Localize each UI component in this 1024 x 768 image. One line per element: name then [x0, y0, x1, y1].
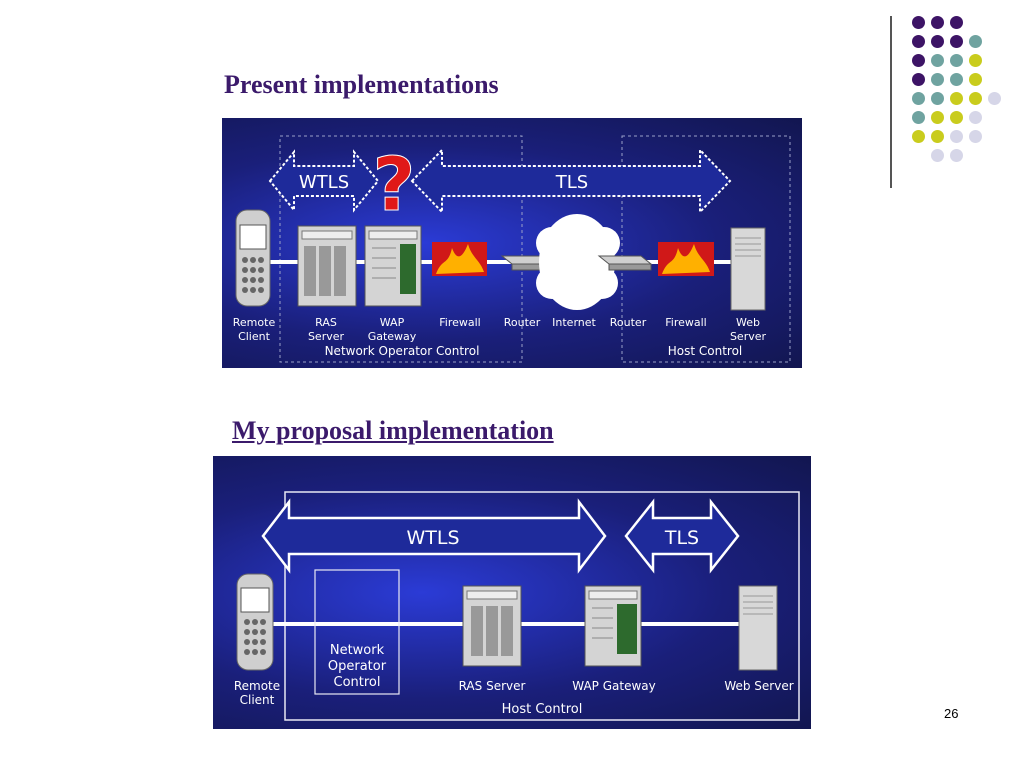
- label-network-operator-control: Network Operator Control: [325, 344, 480, 358]
- page-number: 26: [944, 706, 959, 721]
- decorative-dot: [950, 16, 963, 29]
- label-ras-server: Server: [308, 330, 345, 343]
- tls-label: TLS: [555, 172, 588, 193]
- decorative-dot: [950, 92, 963, 105]
- decorative-dot: [931, 149, 944, 162]
- decorative-dot: [950, 54, 963, 67]
- label-wap-gateway: Gateway: [368, 330, 417, 343]
- label-web-server: Server: [730, 330, 767, 343]
- wap-gateway-icon: [584, 585, 642, 667]
- label-wap-gateway: WAP Gateway: [572, 679, 655, 693]
- divider-line: [890, 16, 892, 188]
- section-title-present: Present implementations: [224, 70, 499, 99]
- decorative-dot: [912, 73, 925, 86]
- decorative-dot: [912, 130, 925, 143]
- decorative-dot: [988, 92, 1001, 105]
- decorative-dot: [931, 35, 944, 48]
- decorative-dot: [931, 92, 944, 105]
- decorative-dot: [931, 130, 944, 143]
- label-internet: Internet: [552, 316, 596, 329]
- decorative-dot: [969, 111, 982, 124]
- label-remote-client: Remote: [233, 316, 276, 329]
- label-host-control: Host Control: [502, 702, 583, 717]
- decorative-dot: [931, 111, 944, 124]
- firewall-icon: [658, 242, 714, 276]
- wtls-label: WTLS: [299, 172, 349, 193]
- web-server-icon: [738, 585, 778, 671]
- wtls-arrow-icon: [261, 498, 607, 574]
- tls-label: TLS: [664, 527, 699, 549]
- decorative-dot: [950, 130, 963, 143]
- label-remote-client: Client: [240, 693, 275, 707]
- label-network-operator-control: Network: [330, 643, 385, 658]
- decorative-dot: [969, 73, 982, 86]
- label-network-operator-control: Control: [334, 675, 381, 690]
- decorative-dot: [969, 54, 982, 67]
- decorative-dot: [969, 92, 982, 105]
- decorative-dot: [950, 35, 963, 48]
- decorative-dot: [912, 111, 925, 124]
- network-operator-control-region: [279, 135, 523, 363]
- section-title-proposal: My proposal implementation: [232, 416, 554, 445]
- label-firewall: Firewall: [439, 316, 480, 329]
- label-router: Router: [610, 316, 647, 329]
- decorative-dot: [912, 35, 925, 48]
- host-control-region: [621, 135, 791, 363]
- label-network-operator-control: Operator: [328, 659, 387, 674]
- decorative-dot: [969, 35, 982, 48]
- proposal-implementation-diagram: WTLS TLS Network Operator Control: [213, 456, 811, 729]
- decorative-dot: [912, 16, 925, 29]
- ras-server-icon: [462, 585, 522, 667]
- phone-icon: [235, 209, 271, 307]
- label-ras-server: RAS: [315, 316, 337, 329]
- question-mark-icon: ?: [373, 142, 416, 228]
- decorative-dot: [950, 111, 963, 124]
- host-control-region: [284, 491, 800, 721]
- tls-arrow-icon: [624, 498, 740, 574]
- label-web-server: Web: [736, 316, 760, 329]
- phone-icon: [236, 573, 274, 671]
- label-ras-server: RAS Server: [459, 679, 526, 693]
- wtls-arrow-icon: [268, 149, 380, 213]
- decorative-dot: [969, 130, 982, 143]
- web-server-icon: [730, 227, 766, 311]
- decorative-dot: [931, 16, 944, 29]
- firewall-icon: [432, 242, 487, 276]
- label-wap-gateway: WAP: [380, 316, 405, 329]
- label-remote-client: Client: [238, 330, 271, 343]
- wap-gateway-icon: [364, 225, 422, 307]
- decorative-dot: [931, 73, 944, 86]
- decorative-dot: [912, 54, 925, 67]
- router-icon: [597, 255, 653, 271]
- ras-server-icon: [297, 225, 357, 307]
- wtls-label: WTLS: [406, 527, 459, 549]
- label-host-control: Host Control: [668, 344, 743, 358]
- present-implementation-diagram: WTLS ? TLS: [222, 118, 802, 368]
- decorative-dot: [912, 92, 925, 105]
- decorative-dot: [950, 149, 963, 162]
- decorative-dot: [931, 54, 944, 67]
- tls-arrow-icon: [410, 147, 732, 215]
- label-firewall: Firewall: [665, 316, 706, 329]
- decorative-dot: [950, 73, 963, 86]
- label-remote-client: Remote: [234, 679, 280, 693]
- network-operator-control-box: [314, 569, 400, 695]
- label-router: Router: [504, 316, 541, 329]
- label-web-server: Web Server: [724, 679, 793, 693]
- internet-cloud-icon: [536, 214, 620, 310]
